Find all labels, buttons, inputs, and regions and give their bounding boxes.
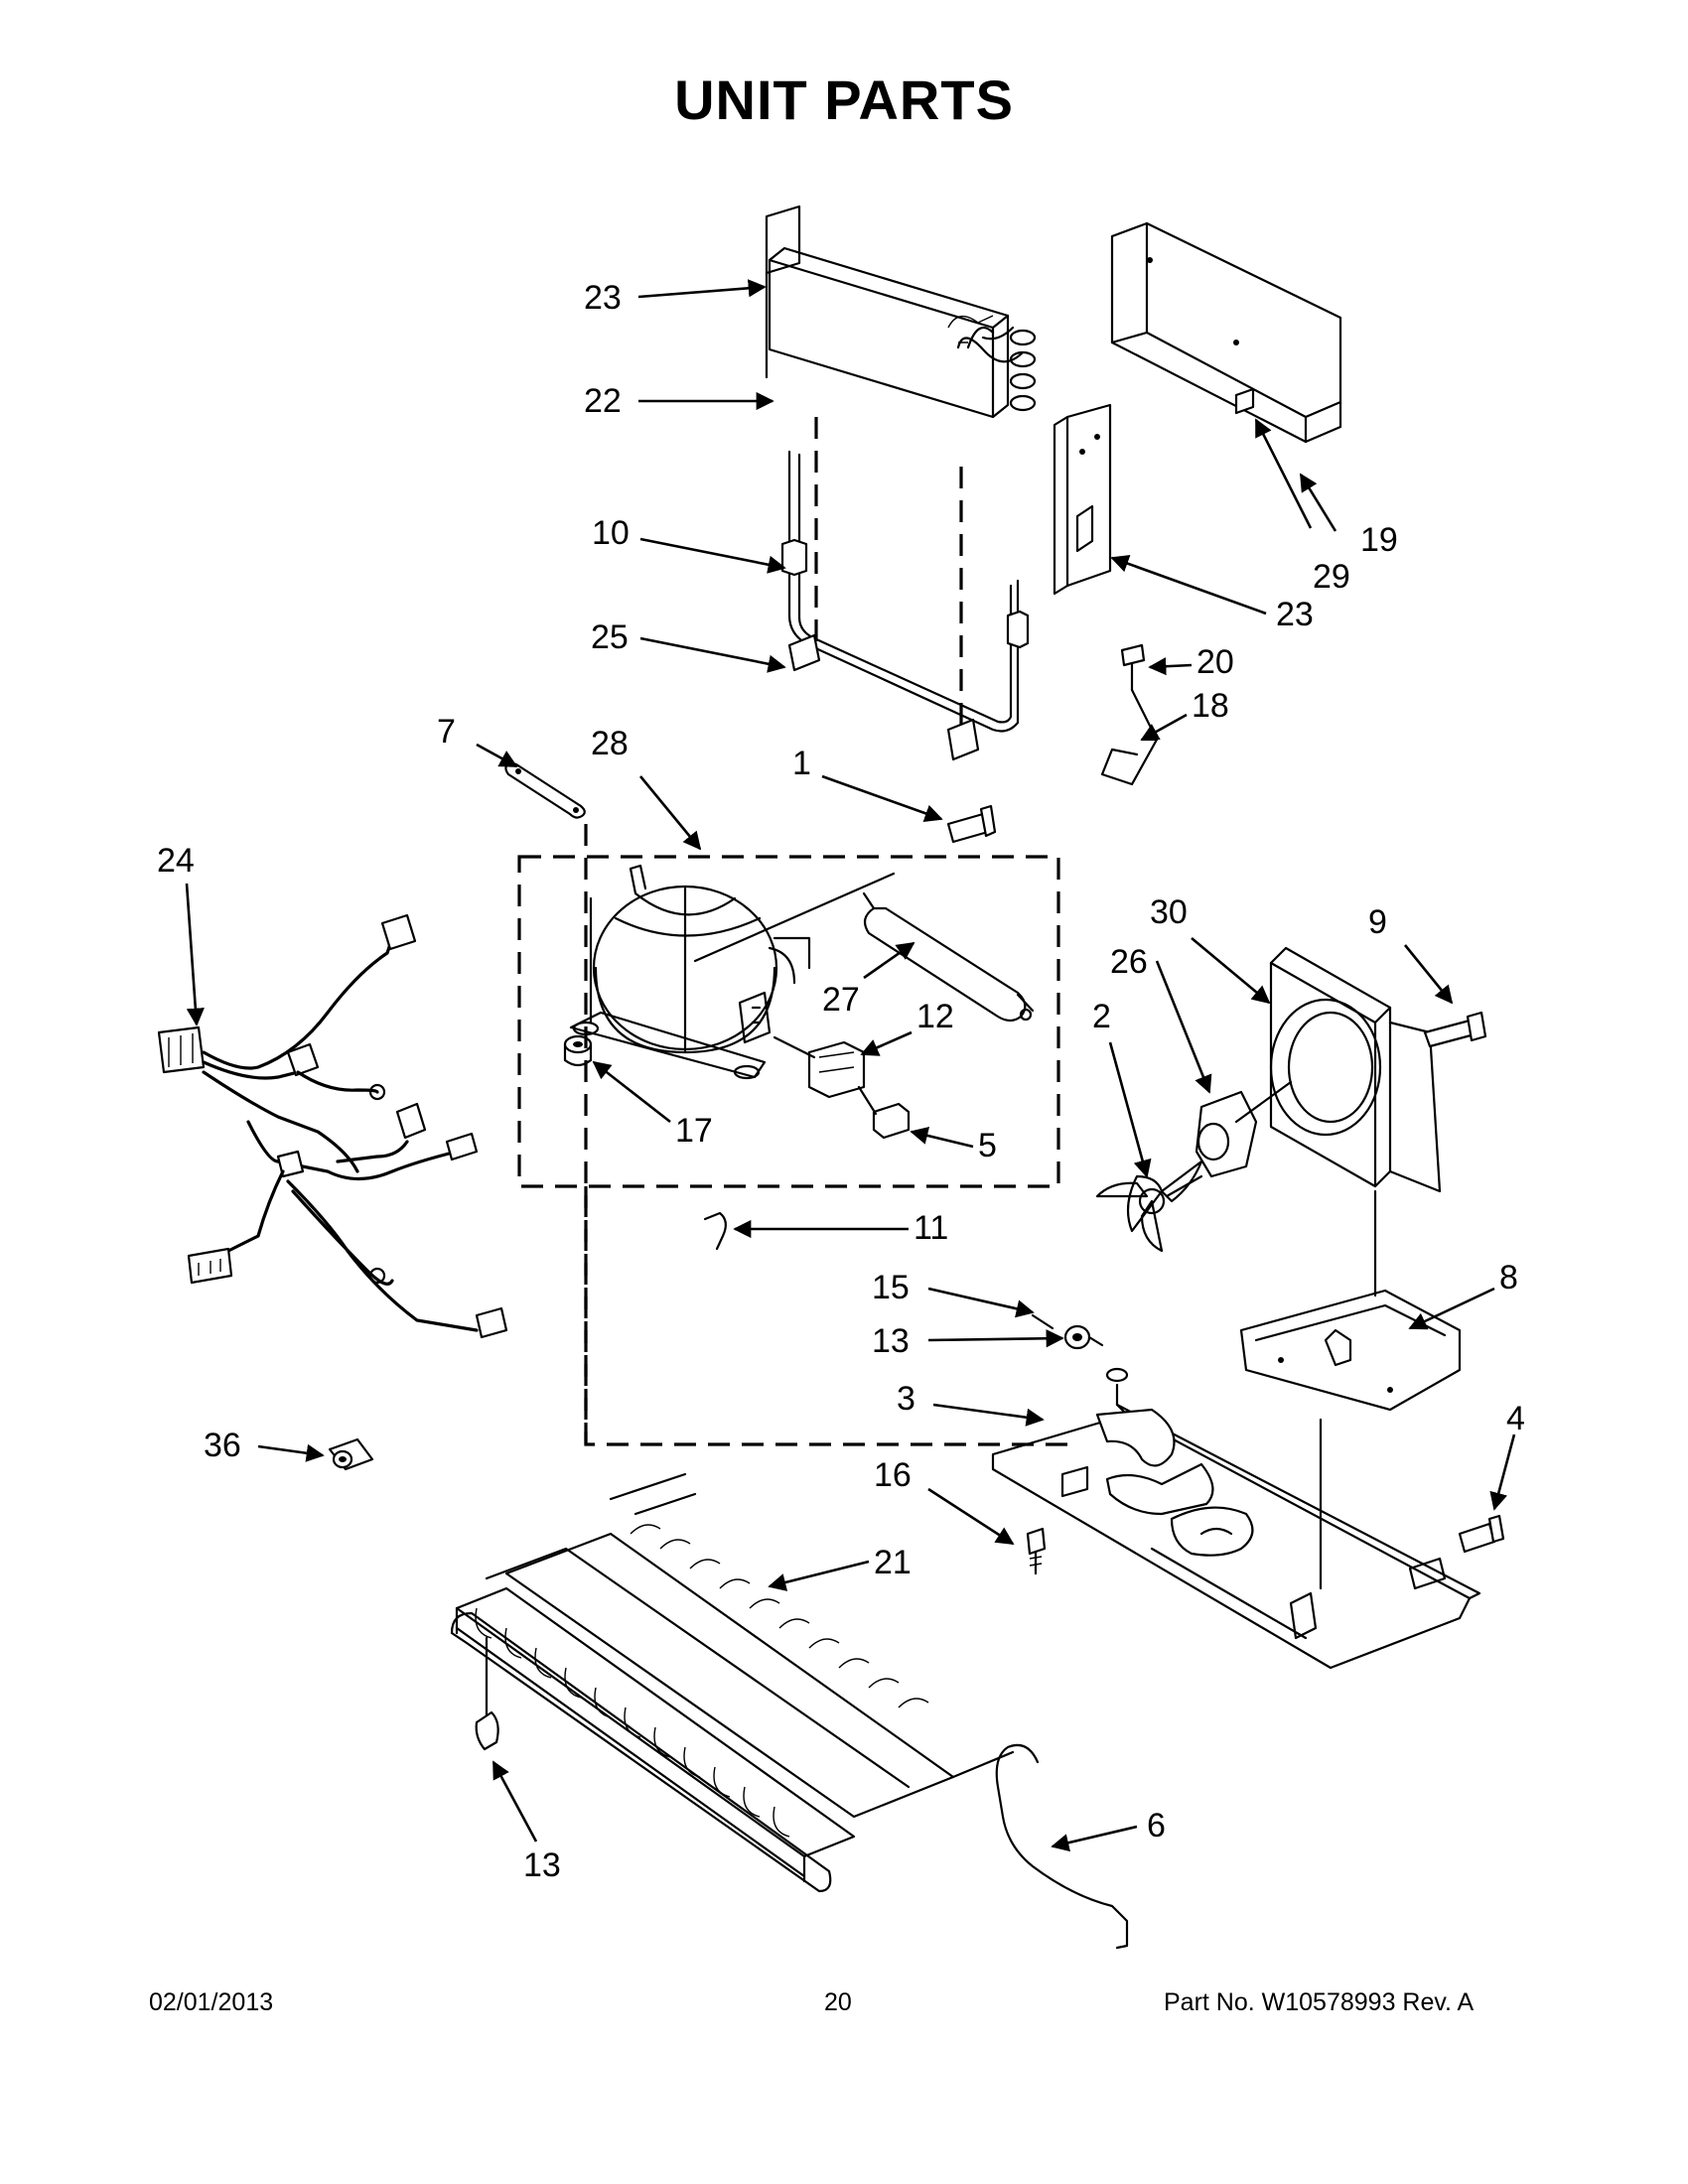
callout-30: 15 xyxy=(872,1269,910,1306)
callout-18: 21 xyxy=(874,1544,912,1581)
dryer-drawing xyxy=(862,891,1035,1023)
screw-one-drawing xyxy=(946,804,997,844)
callout-25: 25 xyxy=(591,618,629,656)
callout-31: 30 xyxy=(1150,893,1188,931)
leader-lines xyxy=(185,279,1516,1852)
bracket-eight-drawing xyxy=(1239,1189,1462,1590)
cover-drawing xyxy=(1110,221,1342,444)
screw-sixteen-drawing xyxy=(1026,1527,1047,1575)
callout-24: 26 xyxy=(1110,943,1148,981)
callout-2: 2 xyxy=(1092,998,1111,1035)
footer-page-number: 20 xyxy=(824,1988,852,2016)
fan-assembly-drawing xyxy=(1095,946,1487,1253)
wire-harness-drawing xyxy=(157,913,508,1339)
footer-date: 02/01/2013 xyxy=(149,1988,274,2016)
callout-15: 13 xyxy=(872,1322,910,1360)
callout-28: 28 xyxy=(591,725,629,762)
clip-eleven-drawing xyxy=(703,1211,727,1251)
compressor-drawing xyxy=(569,864,811,1080)
grommet-thirtysix-drawing xyxy=(328,1437,374,1471)
callout-17: 17 xyxy=(675,1112,713,1150)
defrost-heater-drawing xyxy=(780,450,1030,761)
callout-6: 6 xyxy=(1147,1807,1166,1844)
callout-16: 16 xyxy=(874,1456,912,1494)
callout-7: 7 xyxy=(437,713,456,751)
callout-labels: 23 22 10 25 19 29 23 20 18 7 28 1 24 30 … xyxy=(157,279,1525,1884)
spring-grommet-drawing xyxy=(1031,1313,1104,1350)
footer-part-number: Part No. W10578993 Rev. A xyxy=(1164,1988,1475,2016)
callout-3: 3 xyxy=(897,1380,915,1418)
callout-10: 10 xyxy=(592,514,630,552)
callout-27: 27 xyxy=(822,981,860,1019)
callout-20: 19 xyxy=(1360,521,1398,559)
callout-13: 13 xyxy=(523,1846,561,1884)
callout-22: 22 xyxy=(584,382,622,420)
callout-12: 12 xyxy=(916,998,954,1035)
callout-9: 9 xyxy=(1368,903,1387,941)
link-drawing xyxy=(504,760,586,819)
callout-23-top: 23 xyxy=(584,279,622,317)
callout-8: 8 xyxy=(1499,1259,1518,1297)
callout-21: 20 xyxy=(1196,643,1234,681)
callout-36: 36 xyxy=(204,1427,241,1464)
callout-1: 1 xyxy=(792,745,811,782)
condenser-drawing xyxy=(450,1472,1015,1893)
clip-thirteen-drawing xyxy=(475,1636,499,1751)
callout-5: 5 xyxy=(978,1127,997,1164)
bracket-right-drawing xyxy=(1053,403,1112,596)
screw-clip-drawing xyxy=(1100,643,1159,786)
callout-11: 11 xyxy=(914,1209,948,1247)
screw-four-drawing xyxy=(1458,1514,1505,1554)
base-plate-drawing xyxy=(991,1367,1481,1670)
callout-4: 4 xyxy=(1506,1400,1525,1437)
callout-23-right: 23 xyxy=(1276,596,1314,633)
callout-29: 29 xyxy=(1313,558,1350,596)
evaporator-drawing xyxy=(765,205,1037,419)
drain-tube-drawing xyxy=(995,1743,1129,1950)
relay-drawing xyxy=(693,872,911,1140)
page-title: UNIT PARTS xyxy=(674,68,1014,131)
callout-26: 24 xyxy=(157,842,195,880)
callout-19: 18 xyxy=(1192,687,1229,725)
